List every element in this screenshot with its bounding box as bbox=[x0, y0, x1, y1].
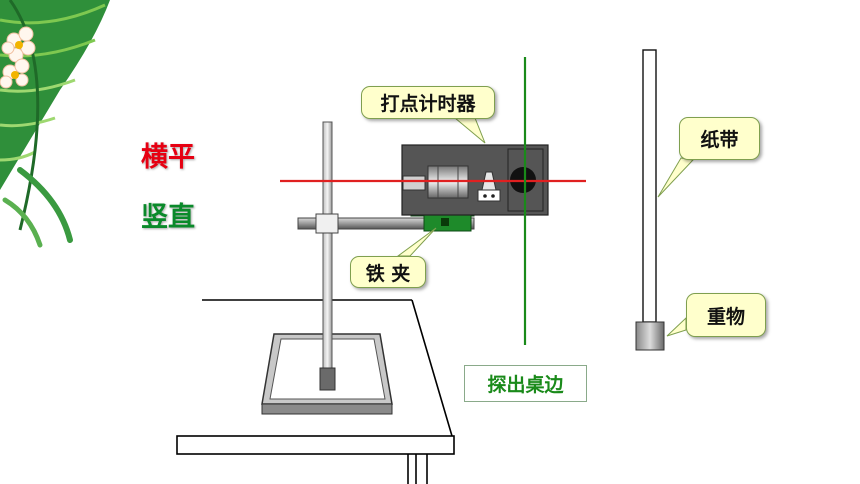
palm-leaf-flower-icon bbox=[0, 0, 110, 248]
weight-label: 重物 bbox=[706, 305, 745, 328]
paper-tape-label: 纸带 bbox=[700, 129, 739, 151]
weight-block bbox=[635, 321, 665, 351]
callout-iron-clamp: 铁 夹 bbox=[350, 256, 426, 288]
callout-paper-tape: 纸带 bbox=[679, 117, 760, 160]
iron-clamp-label: 铁 夹 bbox=[365, 262, 411, 285]
stand-arm bbox=[297, 213, 475, 234]
edge-label: 探出桌边 bbox=[464, 365, 587, 402]
table bbox=[176, 299, 455, 484]
stand-rod bbox=[319, 121, 336, 391]
callout-pointers bbox=[396, 117, 695, 337]
horizontal-label: 横平 bbox=[141, 142, 195, 173]
paper-tape bbox=[642, 49, 657, 323]
callout-weight: 重物 bbox=[686, 293, 766, 337]
callout-ticker-timer: 打点计时器 bbox=[361, 86, 495, 119]
vertical-label: 竖直 bbox=[141, 202, 195, 233]
ticker-timer-label: 打点计时器 bbox=[380, 93, 476, 115]
